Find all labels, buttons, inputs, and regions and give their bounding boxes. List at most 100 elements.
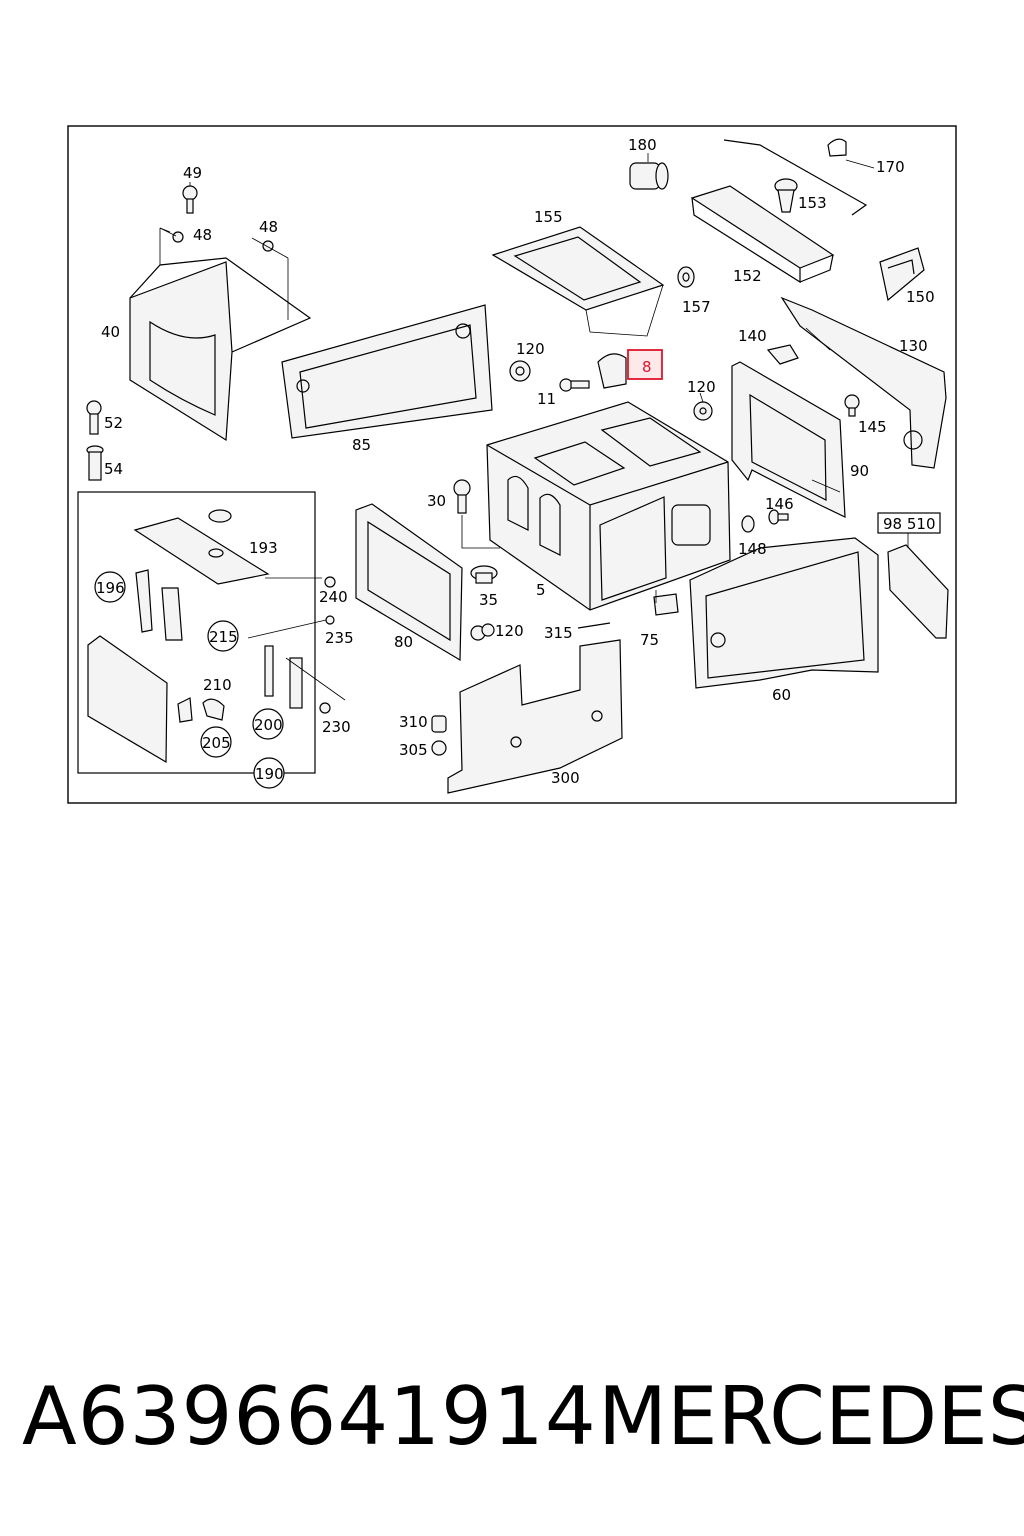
label-130: 130: [899, 337, 928, 355]
panel-90: [731, 361, 846, 518]
nut-305: [431, 740, 447, 756]
grommet-120a: [509, 360, 531, 382]
callout-circles: [94, 571, 285, 789]
clip-140: [766, 344, 799, 365]
label-150: 150: [906, 288, 935, 306]
label-52: 52: [104, 414, 123, 432]
label-170: 170: [876, 158, 905, 176]
label-153: 153: [798, 194, 827, 212]
label-48b: 48: [259, 218, 278, 236]
label-157: 157: [682, 298, 711, 316]
label-140: 140: [738, 327, 767, 345]
sleeve-54: [86, 445, 104, 481]
label-305: 305: [399, 741, 428, 759]
parts-diagram: 49 48 48 40 52 54 85 155 180 170 153 152…: [67, 125, 957, 804]
fastener-49: [182, 185, 198, 214]
label-205: 205: [202, 734, 231, 752]
label-196: 196: [96, 579, 125, 597]
label-152: 152: [733, 267, 762, 285]
part-40-bracket: [129, 227, 312, 442]
diagram-frame: [67, 125, 957, 804]
inset-screw-235: [247, 615, 335, 639]
label-49: 49: [183, 164, 202, 182]
fastener-48b: [251, 237, 289, 320]
label-98-510: 98 510: [883, 515, 936, 533]
callout-98-510-box: [877, 512, 941, 534]
grommet-120c: [470, 623, 495, 641]
grommet-35: [470, 565, 498, 584]
bushing-180: [629, 162, 669, 190]
washer-148: [741, 515, 755, 533]
label-315: 315: [544, 624, 573, 642]
label-120a: 120: [516, 340, 545, 358]
bolt-52: [86, 400, 102, 435]
part-155-frame: [491, 226, 665, 337]
inset-rail-200: [264, 645, 303, 709]
label-300: 300: [551, 769, 580, 787]
bushing-310: [431, 715, 447, 733]
label-148: 148: [738, 540, 767, 558]
inset-cover-190: [87, 635, 168, 764]
fastener-146: [768, 509, 789, 525]
inset-screw-240: [324, 576, 336, 588]
label-30: 30: [427, 492, 446, 510]
bottom-panel-300: [447, 639, 623, 794]
strip-315: [577, 622, 611, 629]
label-120c: 120: [495, 622, 524, 640]
label-11: 11: [537, 390, 556, 408]
inset-screw-230: [319, 702, 331, 714]
trim-130: [780, 296, 947, 469]
label-180: 180: [628, 136, 657, 154]
inset-frame: [77, 491, 316, 774]
inset-clip-205: [177, 697, 225, 723]
clip-153: [774, 178, 798, 213]
grommet-157: [677, 266, 695, 288]
inset-cover-193: [133, 509, 270, 585]
brand-name: MERCEDES: [598, 1370, 1024, 1463]
caption: A6396641914 MERCEDES: [0, 1370, 1024, 1470]
bracket-150: [879, 247, 925, 302]
frame-80: [355, 503, 463, 662]
bracket-75: [653, 590, 679, 616]
fastener-48a: [159, 227, 184, 243]
label-8: 8: [642, 358, 652, 376]
label-146: 146: [765, 495, 794, 513]
side-panel-60: [689, 537, 879, 689]
label-85: 85: [352, 436, 371, 454]
label-230: 230: [322, 718, 351, 736]
inset-bracket-196: [135, 569, 183, 641]
fastener-145: [844, 394, 860, 417]
main-frame-5: [486, 401, 731, 611]
label-80: 80: [394, 633, 413, 651]
label-240: 240: [319, 588, 348, 606]
label-215: 215: [209, 628, 238, 646]
rod-170: [723, 138, 875, 216]
label-145: 145: [858, 418, 887, 436]
label-60: 60: [772, 686, 791, 704]
part-85-panel: [281, 304, 493, 439]
label-54: 54: [104, 460, 123, 478]
label-5: 5: [536, 581, 546, 599]
leader-lines: [189, 153, 841, 701]
bolt-11: [559, 378, 590, 392]
grommet-120b: [693, 401, 713, 421]
part-98-510-panel: [887, 532, 949, 639]
label-75: 75: [640, 631, 659, 649]
label-155: 155: [534, 208, 563, 226]
bolt-30: [453, 479, 500, 549]
callout-8-box: [627, 349, 663, 380]
label-235: 235: [325, 629, 354, 647]
label-200: 200: [254, 716, 283, 734]
label-48a: 48: [193, 226, 212, 244]
label-193: 193: [249, 539, 278, 557]
part-number: A6396641914: [22, 1370, 597, 1463]
tray-152: [690, 185, 835, 284]
label-35: 35: [479, 591, 498, 609]
label-310: 310: [399, 713, 428, 731]
part-8: [597, 353, 627, 389]
label-120b: 120: [687, 378, 716, 396]
label-90: 90: [850, 462, 869, 480]
label-190: 190: [255, 765, 284, 783]
label-210: 210: [203, 676, 232, 694]
label-40: 40: [101, 323, 120, 341]
